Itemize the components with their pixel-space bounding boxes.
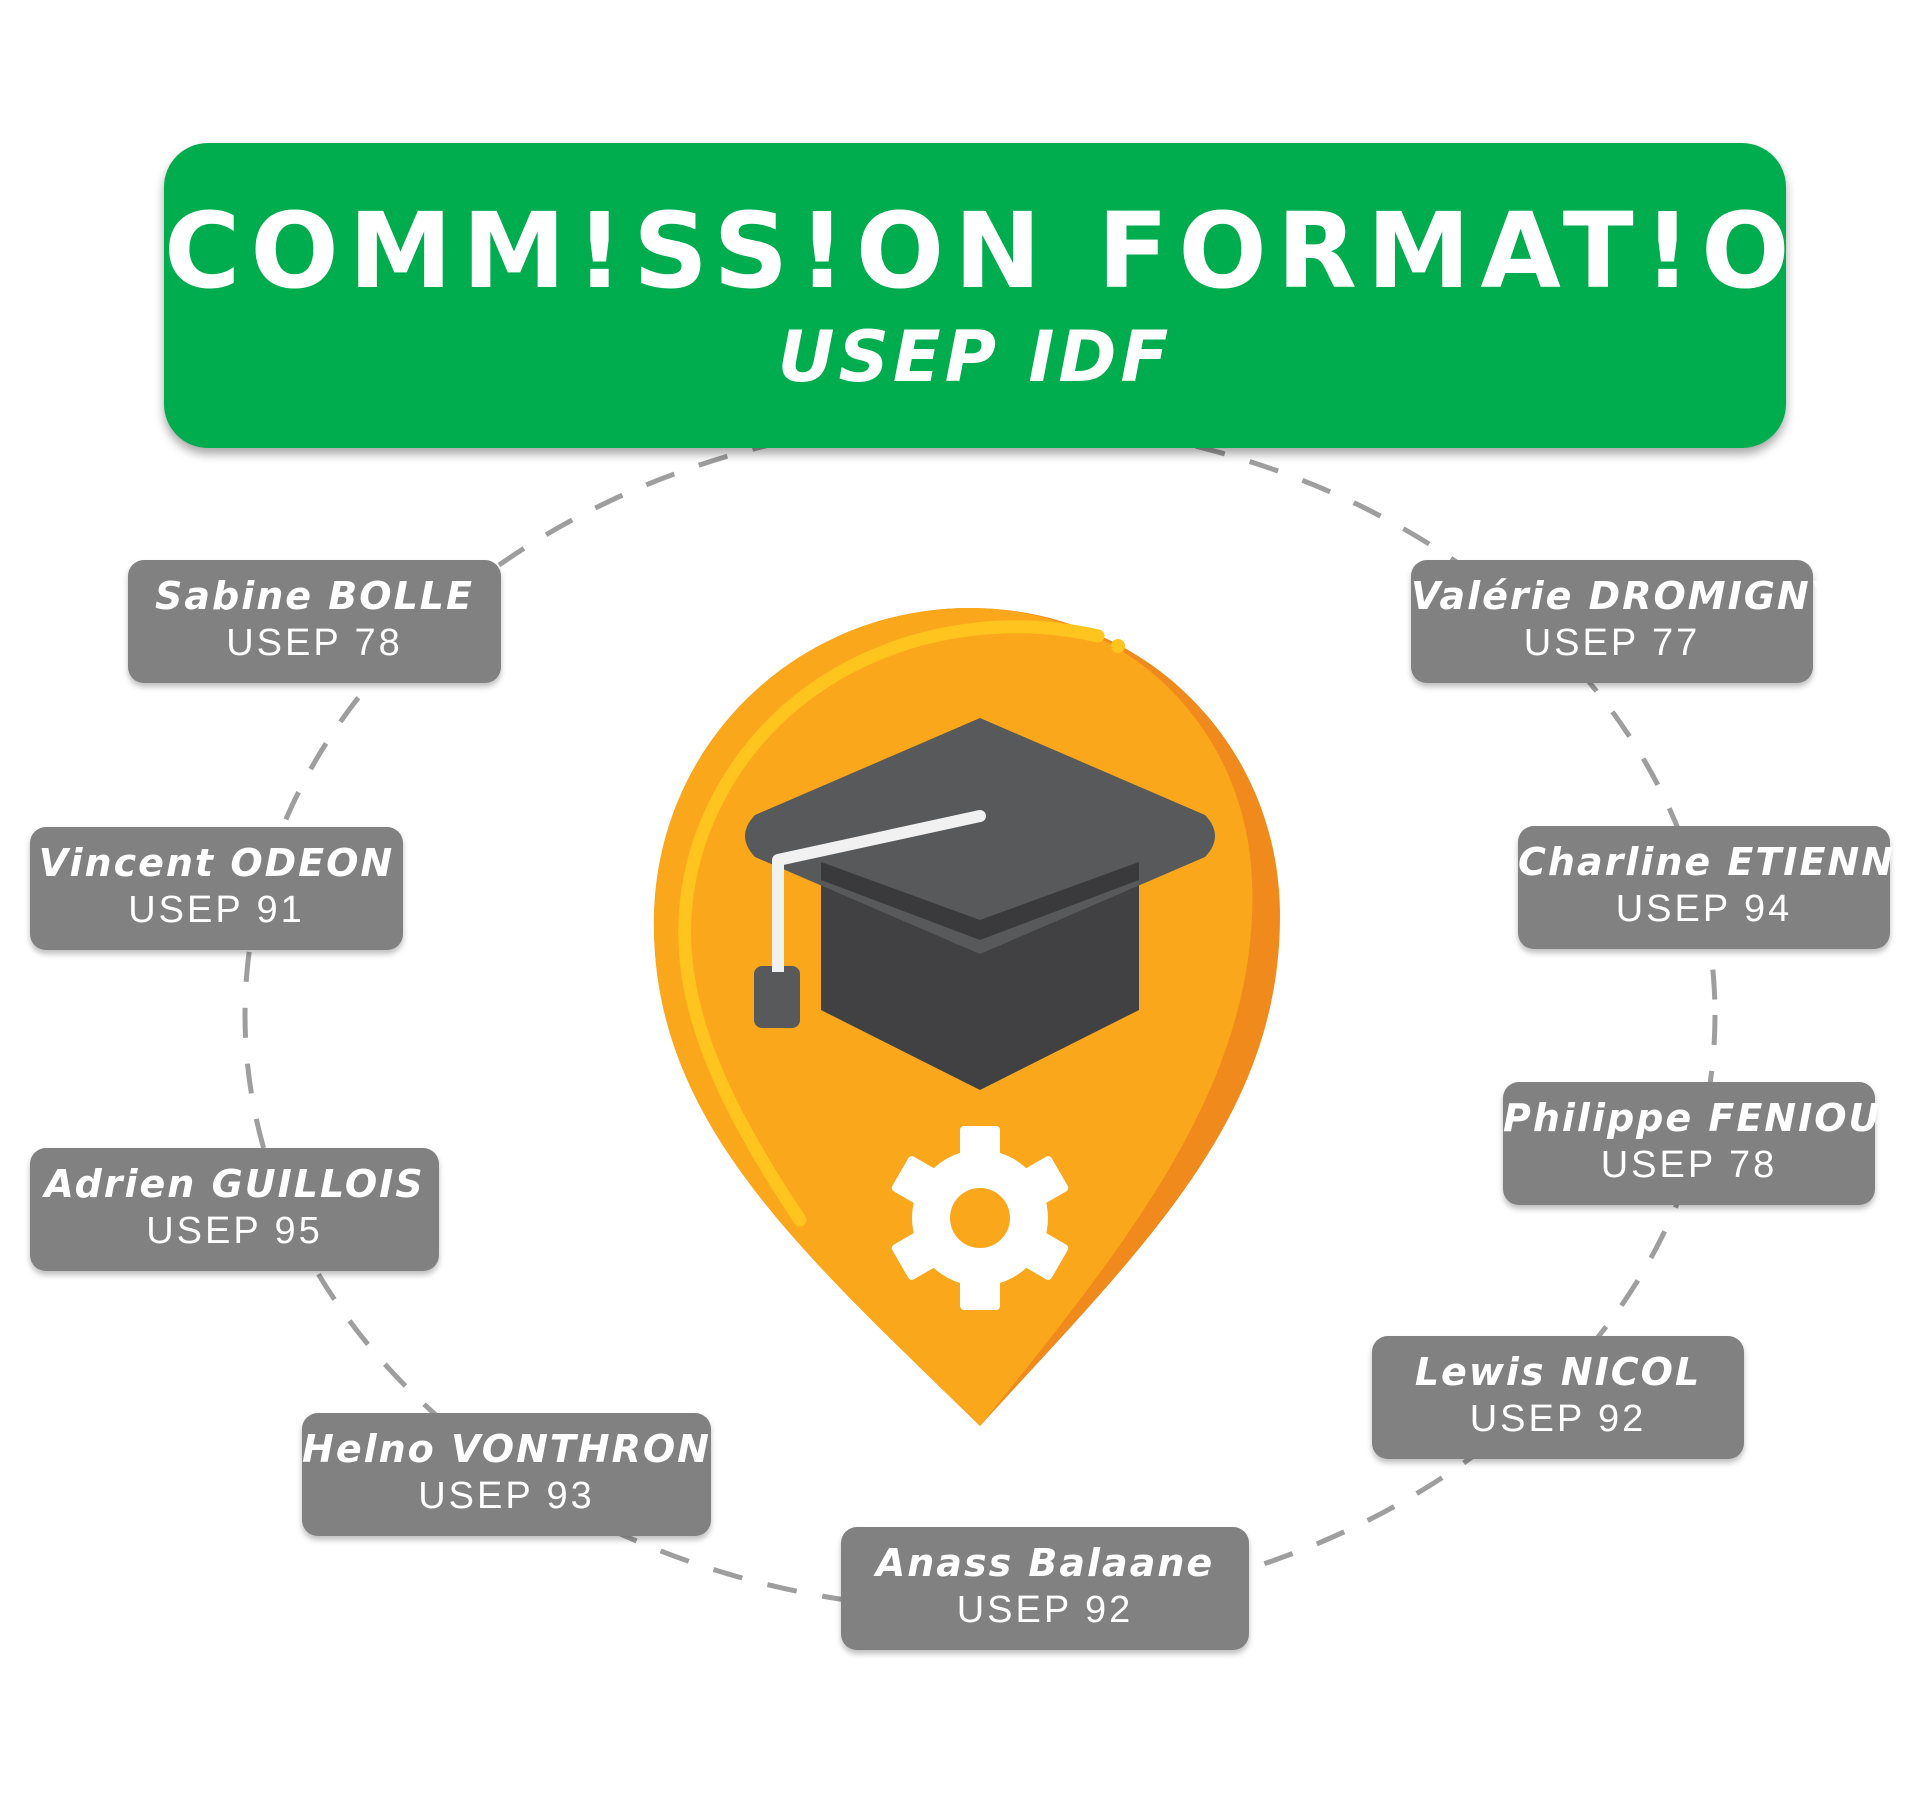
member-org: USEP 78 xyxy=(226,622,403,664)
member-org: USEP 78 xyxy=(1600,1144,1778,1186)
header-subtitle: USEP IDF xyxy=(777,316,1173,398)
member-card-anass-balaane: Anass Balaane USEP 92 xyxy=(841,1527,1249,1650)
member-name: Sabine BOLLE xyxy=(155,574,474,618)
member-name: Valérie DROMIGNY xyxy=(1411,574,1841,618)
member-card-sabine-bolle: Sabine BOLLE USEP 78 xyxy=(128,560,501,683)
member-card-valerie-dromigny: Valérie DROMIGNY USEP 77 xyxy=(1411,560,1841,683)
member-card-adrien-guillois: Adrien GUILLOIS USEP 95 xyxy=(30,1148,439,1271)
member-org: USEP 95 xyxy=(146,1210,323,1252)
member-name: Charline ETIENNE xyxy=(1518,840,1920,884)
member-card-philippe-fenioux: Philippe FENIOUX USEP 78 xyxy=(1503,1082,1913,1205)
member-name: Vincent ODEON xyxy=(38,841,395,885)
member-org: USEP 91 xyxy=(128,889,305,931)
member-org: USEP 92 xyxy=(1469,1398,1647,1440)
graduation-cap-icon xyxy=(745,718,1215,1090)
member-card-helno-vonthron: Helno VONTHRON USEP 93 xyxy=(302,1413,711,1536)
member-name: Adrien GUILLOIS xyxy=(44,1162,425,1206)
member-name: Anass Balaane xyxy=(875,1541,1215,1585)
member-org: USEP 77 xyxy=(1523,622,1701,664)
header-title: COMM!SS!ON FORMAT!ON xyxy=(164,190,1897,312)
member-name: Helno VONTHRON xyxy=(302,1427,711,1471)
member-name: Lewis NICOL xyxy=(1414,1350,1702,1394)
member-org: USEP 93 xyxy=(418,1475,595,1517)
member-card-lewis-nicol: Lewis NICOL USEP 92 xyxy=(1372,1336,1744,1459)
member-card-vincent-odeon: Vincent ODEON USEP 91 xyxy=(30,827,403,950)
commission-header: COMM!SS!ON FORMAT!ON USEP IDF xyxy=(164,143,1897,448)
member-org: USEP 92 xyxy=(956,1589,1134,1631)
member-name: Philippe FENIOUX xyxy=(1503,1096,1913,1140)
graduation-cap-location-pin-icon xyxy=(653,608,1280,1426)
gear-icon xyxy=(891,1126,1069,1310)
member-org: USEP 94 xyxy=(1615,888,1793,930)
member-card-charline-etienne: Charline ETIENNE USEP 94 xyxy=(1518,826,1920,949)
